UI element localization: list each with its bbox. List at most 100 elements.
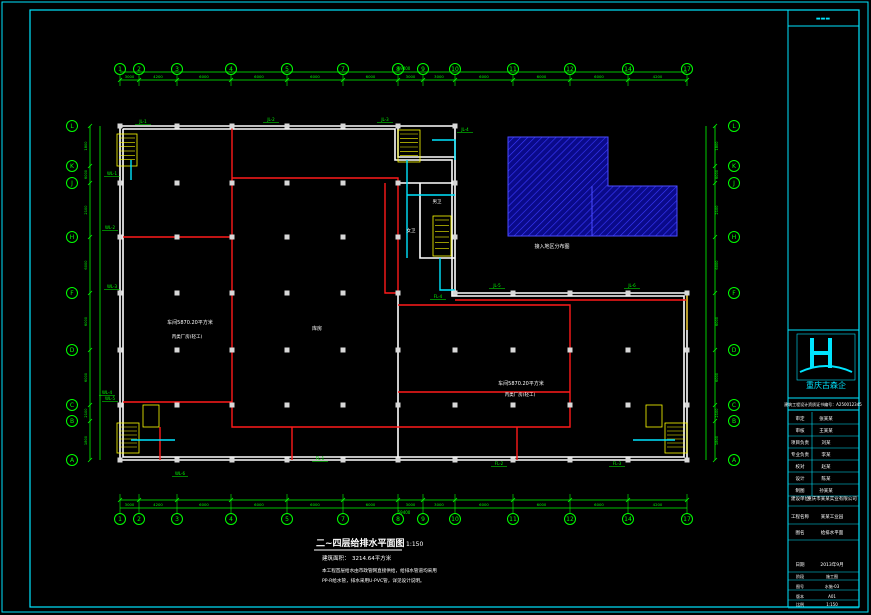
- stair-1: [397, 129, 421, 163]
- tb-row-label: 审核: [796, 427, 805, 434]
- axis-bubble-top_axes-4: 5: [285, 66, 289, 73]
- dim-tick: [87, 123, 93, 129]
- column: [395, 234, 401, 240]
- dim-tick: [340, 497, 346, 503]
- dim-text: 1800: [715, 141, 719, 151]
- pipe-tag-11: WL-6: [175, 471, 186, 476]
- column: [340, 234, 346, 240]
- axis-bubble-bottom_axes-12: 17: [683, 516, 691, 523]
- axis-bubble-top_axes-3: 4: [229, 66, 233, 73]
- dimension-lines: 1300024200360004600056000760008300093000…: [66, 63, 740, 525]
- water-branch-1: [232, 177, 399, 183]
- dim-tick: [712, 457, 718, 463]
- dim-text: 2100: [84, 205, 88, 215]
- dim-text: 1800: [84, 435, 88, 445]
- tb-row-label: 设计: [796, 475, 805, 482]
- axis-bubble-left_axes-4: F: [70, 290, 74, 297]
- dim-tick: [712, 163, 718, 169]
- column: [284, 402, 290, 408]
- column: [452, 347, 458, 353]
- column: [284, 290, 290, 296]
- area-label: 建筑面积：: [322, 554, 350, 562]
- axis-bubble-right_axes-2-circle: [728, 399, 740, 411]
- dim-tick: [87, 457, 93, 463]
- column: [625, 457, 631, 463]
- column: [117, 402, 123, 408]
- pipe-tag-6: WL-1: [107, 171, 118, 176]
- column: [452, 234, 458, 240]
- pipe-tag-1: JL-2: [266, 117, 275, 122]
- axis-bubble-top_axes-10: 12: [566, 66, 574, 73]
- dim-text: 6000: [84, 316, 88, 326]
- dim-text: 6000: [84, 372, 88, 382]
- column: [452, 290, 458, 296]
- pipe-tag-8: WL-3: [107, 284, 118, 289]
- dim-tick: [625, 77, 631, 83]
- column: [452, 457, 458, 463]
- dim-text: 6000: [366, 74, 376, 79]
- axis-bubble-left_axes-5: H: [70, 234, 75, 241]
- dim-tick: [567, 497, 573, 503]
- tb-row-label: 项目负责: [791, 439, 809, 446]
- axis-bubble-right_axes-0: A: [732, 457, 737, 464]
- axis-bubble-right_axes-1: B: [732, 418, 736, 425]
- water-main-west: [231, 126, 398, 428]
- column: [174, 290, 180, 296]
- dim-text: 2100: [715, 408, 719, 418]
- axis-bubble-left_axes-7: K: [70, 163, 75, 170]
- outer-wall-inner: [122, 128, 685, 458]
- tb-label-date_label: 日期: [796, 562, 805, 568]
- column: [684, 402, 690, 408]
- pipe-tag-4: JL-5: [492, 283, 501, 288]
- inner-frame: [29, 9, 860, 608]
- column: [452, 402, 458, 408]
- tb-value-client_value: 重庆市某某实业有限公司: [807, 495, 857, 502]
- tb-value-date_value: 2013年9月: [820, 561, 843, 568]
- lift-box: [142, 404, 160, 428]
- axis-bubble-top_axes-9: 11: [509, 66, 517, 73]
- column: [229, 347, 235, 353]
- axis-bubble-left_axes-3-circle: [66, 344, 78, 356]
- dim-tick: [174, 497, 180, 503]
- dim-total: 59400: [398, 510, 411, 515]
- axis-bubble-right_axes-6-circle: [728, 177, 740, 189]
- dim-tick: [712, 234, 718, 240]
- dim-tick: [712, 123, 718, 129]
- column: [229, 123, 235, 129]
- column: [395, 402, 401, 408]
- dim-tick: [117, 77, 123, 83]
- axis-bubble-bottom_axes-1: 2: [137, 516, 141, 523]
- tb-label-phase_label: 阶段: [796, 573, 804, 579]
- column: [117, 457, 123, 463]
- dim-text: 3000: [406, 74, 416, 79]
- axis-bubble-left_axes-0-circle: [66, 454, 78, 466]
- dim-text: 6000: [594, 74, 604, 79]
- dim-text: 4200: [153, 502, 163, 507]
- axis-bubble-right_axes-7: K: [732, 163, 737, 170]
- dim-tick: [510, 497, 516, 503]
- axis-bubble-left_axes-4-circle: [66, 287, 78, 299]
- axis-bubble-top_axes-11: 14: [624, 66, 632, 73]
- dim-text: 6000: [84, 169, 88, 179]
- column: [510, 290, 516, 296]
- column: [340, 180, 346, 186]
- pipe-tag-12: FL-1: [316, 456, 325, 461]
- column: [340, 347, 346, 353]
- room-sub-west: 丙类厂房(轻工): [172, 333, 203, 340]
- tb-label-drawing_label: 图名: [796, 529, 805, 536]
- dim-text: 6000: [254, 74, 264, 79]
- axis-bubble-left_axes-8-circle: [66, 120, 78, 132]
- axis-bubble-right_axes-3: D: [732, 347, 737, 354]
- dim-text: 6000: [594, 502, 604, 507]
- column: [229, 234, 235, 240]
- axis-bubble-top_axes-5: 7: [341, 66, 345, 73]
- pipe-tag-5: JL-6: [627, 283, 636, 288]
- axis-bubble-left_axes-0: A: [70, 457, 75, 464]
- note-line-2: PP-R给水管，排水采用U-PVC管，详见设计说明。: [322, 577, 425, 584]
- axis-bubble-top_axes-8: 10: [451, 66, 459, 73]
- dim-tick: [712, 290, 718, 296]
- drawing-title: 二~四层给排水平面图: [316, 537, 405, 549]
- tb-row-value: 张某某: [819, 415, 833, 422]
- axis-bubble-bottom_axes-11: 14: [624, 516, 632, 523]
